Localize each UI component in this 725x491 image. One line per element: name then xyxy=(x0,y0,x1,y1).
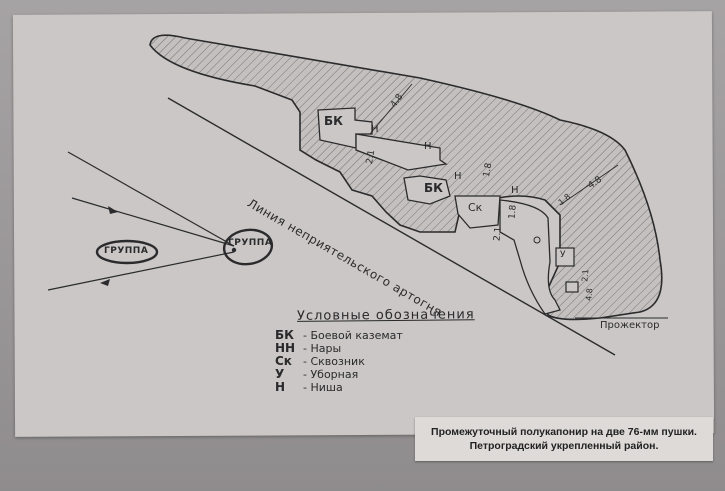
dimension-line-top xyxy=(369,83,413,135)
legend-item: Н - Ниша xyxy=(275,380,485,395)
dim-label-4: 1.8 xyxy=(507,204,519,220)
dimension-line-right xyxy=(559,164,619,206)
lower-niche xyxy=(565,281,579,293)
group-label-right: ГРУППА xyxy=(228,238,273,248)
fire-line-3 xyxy=(47,251,235,291)
fire-line-2 xyxy=(71,197,235,247)
room-label-n1: Н xyxy=(371,124,379,135)
legend-item: БК - Боевой каземат xyxy=(275,328,485,343)
room-label-u: У xyxy=(560,250,566,260)
legend-code: НН xyxy=(275,341,296,355)
group-oval-left xyxy=(95,239,159,265)
upper-casemate xyxy=(317,107,373,149)
legend-desc: - Боевой каземат xyxy=(303,329,403,342)
dim-label-9: 4.8 xyxy=(584,287,595,302)
dim-label-8: 2.1 xyxy=(580,268,591,283)
caption-line-1: Промежуточный полукапонир на две 76-мм п… xyxy=(431,426,697,438)
fire-line-1 xyxy=(67,151,235,247)
room-label-n3: Н xyxy=(454,171,462,182)
legend-code: Ск xyxy=(275,354,292,368)
legend: Условные обозначения БК- Боевой каземат … xyxy=(275,307,485,395)
well-symbol xyxy=(533,236,541,244)
group-label-left: ГРУППА xyxy=(104,246,149,256)
legend-desc: - Нары xyxy=(303,342,342,355)
toilet-room xyxy=(555,247,575,267)
room-label-n2: Н xyxy=(424,141,432,152)
through-passage xyxy=(454,195,501,229)
legend-desc: - Ниша xyxy=(303,381,343,394)
middle-casemate xyxy=(403,175,451,205)
fire-arrow-1 xyxy=(108,206,118,214)
group-oval-right xyxy=(222,228,274,266)
legend-item: Ск - Сквозник xyxy=(275,354,485,369)
caption-plate: Промежуточный полукапонир на две 76-мм п… xyxy=(415,417,713,461)
dim-label-7: 2.1 xyxy=(492,226,504,242)
projector-label: Прожектор xyxy=(600,320,660,331)
legend-code: Н xyxy=(275,380,286,394)
room-label-n4: Н xyxy=(511,185,519,196)
room-label-sk: Ск xyxy=(468,201,483,214)
legend-desc: - Сквозник xyxy=(303,355,365,368)
inner-courtyard xyxy=(499,199,561,315)
legend-item: У - Уборная xyxy=(275,367,485,382)
legend-code: БК xyxy=(275,328,294,342)
legend-item: НН - Нары xyxy=(275,341,485,356)
room-label-bk-lower: БК xyxy=(424,181,443,195)
caption-line-2: Петроградский укрепленный район. xyxy=(469,440,659,452)
group-point xyxy=(231,247,237,253)
legend-code: У xyxy=(275,367,285,381)
enemy-fire-line xyxy=(167,97,616,356)
legend-title: Условные обозначения xyxy=(296,307,475,324)
fire-arrow-2 xyxy=(100,279,110,286)
room-label-bk-upper: БК xyxy=(324,114,343,128)
legend-desc: - Уборная xyxy=(303,368,359,381)
upper-corridor xyxy=(355,133,448,171)
